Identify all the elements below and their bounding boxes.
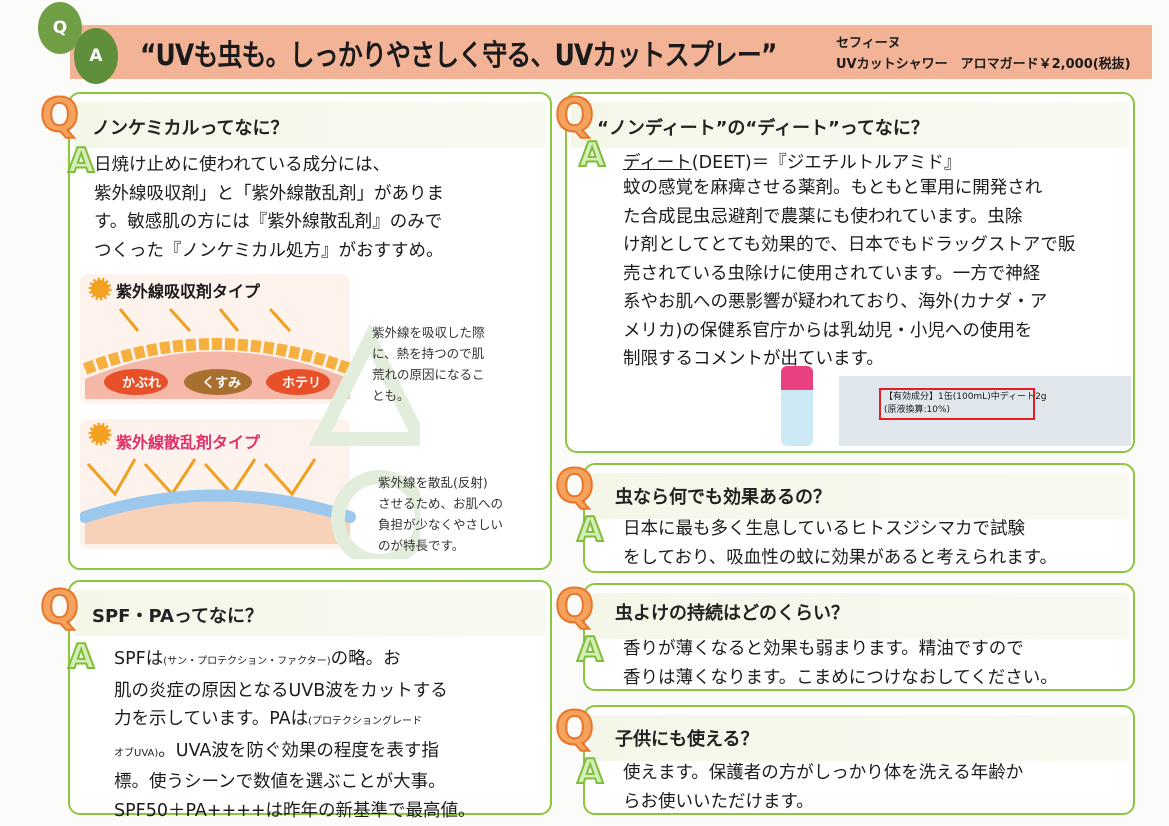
answer-note: (プロテクショングレード オブUVA): [114, 716, 423, 759]
question: “ノンディート”の“ディート”ってなに？: [597, 118, 929, 139]
tag-rash: かぶれ: [122, 376, 162, 391]
a-mark-icon: A: [576, 510, 604, 550]
scatter-type-title: 紫外線散乱剤タイプ: [116, 433, 261, 452]
a-mark-icon: A: [67, 637, 95, 677]
answer-part: 。UVA波を防ぐ効果の程度を表す指 標。使うシーンで数値を選ぶことが大事。 SP…: [114, 740, 476, 821]
question: 虫なら何でも効果あるの？: [615, 487, 831, 508]
question: SPF・PAってなに？: [92, 606, 264, 627]
active-ingredient-label: 【有効成分】1缶(100mL)中ディート2g (原液換算:10%): [879, 388, 1047, 420]
answer: 使えます。保護者の方がしっかり体を洗える年齢か らお使いいただけます。: [623, 763, 1024, 812]
header-banner: [70, 25, 1152, 79]
answer: SPFは(サン・プロテクション・ファクター)の略。お 肌の炎症の原因となるUVB…: [114, 645, 476, 825]
q-mark-icon: Q: [554, 88, 595, 142]
qa-effect: Q 虫なら何でも効果あるの？ A 日本に最も多く生息しているヒトスジシマカで試験…: [554, 462, 1135, 573]
question: ノンケミカルってなに？: [92, 118, 289, 139]
answer-part: SPFは: [114, 649, 164, 669]
answer: 香りが薄くなると効果も弱まります。精油ですので 香りは薄くなります。こまめにつけ…: [623, 639, 1058, 688]
a-mark-icon: A: [576, 752, 604, 792]
tag-flush: ホテリ: [282, 376, 322, 391]
label-photo: 【有効成分】1缶(100mL)中ディート2g (原液換算:10%): [839, 376, 1131, 446]
question-band: [74, 102, 546, 148]
uv-diagram: [80, 274, 420, 559]
a-bubble-icon: A: [74, 28, 118, 84]
scatter-note: 紫外線を散乱(反射) させるため、お肌への 負担が少なくやさしい のが特長です。: [378, 475, 504, 553]
product-name: UVカットシャワー アロマガード￥2,000(税抜): [836, 57, 1131, 72]
question-band: [74, 590, 546, 636]
absorb-note: 紫外線を吸収した際 に、熱を持つので肌 荒れの原因になるこ とも。: [372, 325, 485, 403]
question-band: [589, 593, 1129, 639]
question: 虫よけの持続はどのくらい？: [615, 603, 849, 624]
qa-duration: Q 虫よけの持続はどのくらい？ A 香りが薄くなると効果も弱まります。精油ですの…: [554, 582, 1135, 691]
question-band: [589, 473, 1129, 519]
a-badge: A: [89, 46, 103, 66]
deet-term: ディート: [623, 153, 692, 173]
qa-nonchemical: Q ノンケミカルってなに？ A 日焼け止めに使われている成分には、 紫外線吸収剤…: [39, 91, 552, 570]
a-mark-icon: A: [67, 141, 95, 181]
answer: 日焼け止めに使われている成分には、 紫外線吸収剤」と「紫外線散乱剤」がありま す…: [94, 155, 444, 261]
question: 子供にも使える？: [615, 729, 759, 750]
spray-can-image: [781, 366, 813, 446]
q-mark-icon: Q: [554, 579, 595, 633]
q-mark-icon: Q: [554, 701, 595, 755]
q-mark-icon: Q: [554, 459, 595, 513]
answer-note: (サン・プロテクション・ファクター): [163, 656, 331, 667]
a-mark-icon: A: [576, 630, 604, 670]
answer: 蚊の感覚を麻痺させる薬剤。もともと軍用に開発され た合成昆虫忌避剤で農薬にも使わ…: [623, 178, 1076, 369]
question-band: [571, 102, 1129, 148]
brand-name: セフィーヌ: [836, 36, 901, 51]
question-band: [589, 715, 1129, 761]
tag-dullness: くすみ: [202, 376, 242, 391]
qa-spf-pa: Q SPF・PAってなに？ A SPFは(サン・プロテクション・ファクター)の略…: [39, 580, 552, 821]
page-title: “UVも虫も。しっかりやさしく守る、UVカットスプレー”: [140, 38, 777, 72]
q-mark-icon: Q: [39, 580, 80, 634]
absorb-type-title: 紫外線吸収剤タイプ: [116, 282, 261, 301]
qa-deet: Q “ノンディート”の“ディート”ってなに？ A ディート(DEET)＝『ジエチ…: [554, 91, 1135, 453]
a-mark-icon: A: [578, 135, 606, 175]
answer-part: の略。お 肌の炎症の原因となるUVB波をカットする 力を示しています。PAは: [114, 649, 448, 729]
q-mark-icon: Q: [39, 88, 80, 142]
q-badge: Q: [52, 18, 68, 38]
deet-definition: (DEET)＝『ジエチルトルアミド』: [691, 153, 962, 173]
qa-children: Q 子供にも使える？ A 使えます。保護者の方がしっかり体を洗える年齢か らお使…: [554, 704, 1135, 815]
answer: 日本に最も多く生息しているヒトスジシマカで試験 をしており、吸血性の蚊に効果があ…: [623, 519, 1057, 568]
